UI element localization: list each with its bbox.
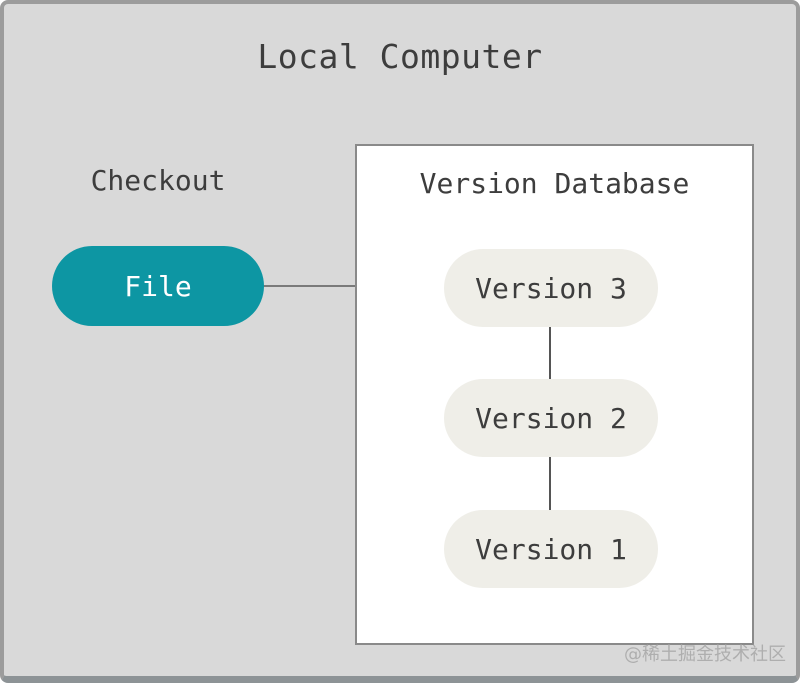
version1-node: Version 1	[444, 510, 658, 588]
version3-node: Version 3	[444, 249, 658, 327]
connector-version3-to-version2	[549, 327, 551, 380]
version2-node: Version 2	[444, 379, 658, 457]
checkout-label: Checkout	[90, 164, 226, 197]
version-database-title: Version Database	[419, 167, 690, 200]
version3-node-label: Version 3	[475, 271, 627, 305]
file-node: File	[52, 246, 264, 326]
connector-version2-to-version1	[549, 457, 551, 511]
connector-file-to-version3	[262, 285, 446, 287]
version2-node-label: Version 2	[475, 401, 627, 435]
diagram-title: Local Computer	[257, 37, 543, 76]
file-node-label: File	[124, 269, 192, 303]
watermark-text: @稀土掘金技术社区	[624, 644, 786, 665]
version1-node-label: Version 1	[475, 532, 627, 566]
